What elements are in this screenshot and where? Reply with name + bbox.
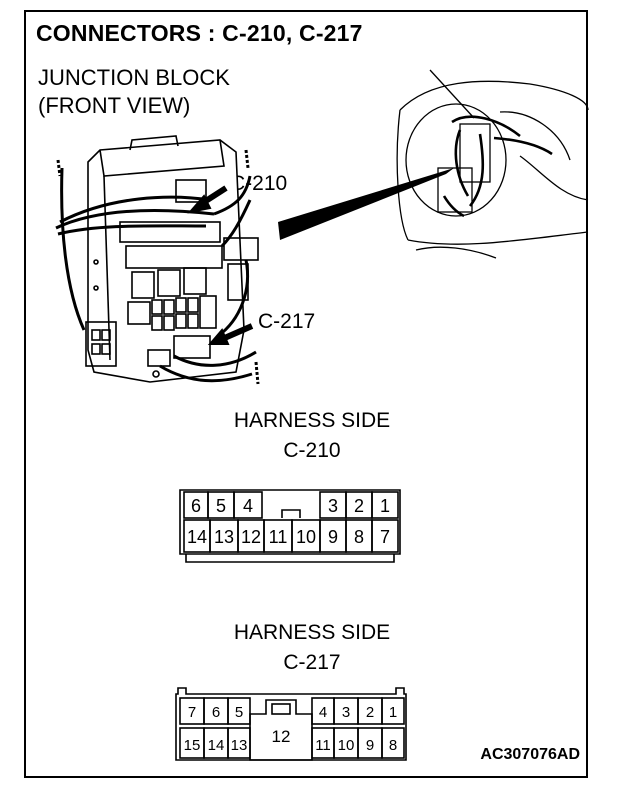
c217-pin: 10 [338, 737, 355, 754]
figure-code: AC307076AD [480, 746, 580, 763]
c210-heading: HARNESS SIDE [233, 409, 391, 432]
c210-pin: 8 [354, 527, 364, 547]
c210-pin: 3 [328, 496, 338, 516]
c217-name: C-217 [283, 651, 341, 674]
c217-pin: 5 [235, 704, 243, 721]
junction-block-label-line2: (FRONT VIEW) [38, 93, 191, 118]
figure-frame [24, 10, 588, 778]
harness-side-c217: HARNESS SIDE C-217 [0, 618, 624, 678]
c217-pin: 2 [366, 704, 374, 721]
c217-pin: 4 [319, 704, 327, 721]
c210-pin: 13 [214, 527, 234, 547]
harness-side-c210: HARNESS SIDE C-210 [0, 406, 624, 466]
c217-pin: 1 [389, 704, 397, 721]
junction-block-label-line1: JUNCTION BLOCK [38, 65, 230, 90]
c217-pin: 15 [184, 737, 201, 754]
c217-heading: HARNESS SIDE [233, 621, 391, 644]
c210-pin: 1 [380, 496, 390, 516]
c210-pin: 12 [241, 527, 261, 547]
c217-pin: 8 [389, 737, 397, 754]
c210-pin: 4 [243, 496, 253, 516]
c210-pin: 6 [191, 496, 201, 516]
junction-block-label: JUNCTION BLOCK (FRONT VIEW) [38, 64, 230, 120]
callout-c217: C-217 [258, 310, 316, 333]
c210-pin: 5 [216, 496, 226, 516]
c217-pin: 13 [231, 737, 248, 754]
page-title: CONNECTORS : C-210, C-217 [36, 20, 363, 46]
c217-pin-center: 12 [272, 727, 291, 746]
c210-pin: 7 [380, 527, 390, 547]
c217-pin: 7 [188, 704, 196, 721]
c210-name: C-210 [283, 439, 341, 462]
c217-pin: 9 [366, 737, 374, 754]
c217-pin: 11 [315, 737, 331, 754]
c210-pin: 9 [328, 527, 338, 547]
c210-pin: 11 [269, 527, 288, 547]
c217-pin: 6 [212, 704, 220, 721]
c210-pin: 10 [296, 527, 316, 547]
c217-pin: 14 [208, 737, 225, 754]
c217-pin: 3 [342, 704, 350, 721]
c210-pin: 2 [354, 496, 364, 516]
c210-pin: 14 [187, 527, 207, 547]
